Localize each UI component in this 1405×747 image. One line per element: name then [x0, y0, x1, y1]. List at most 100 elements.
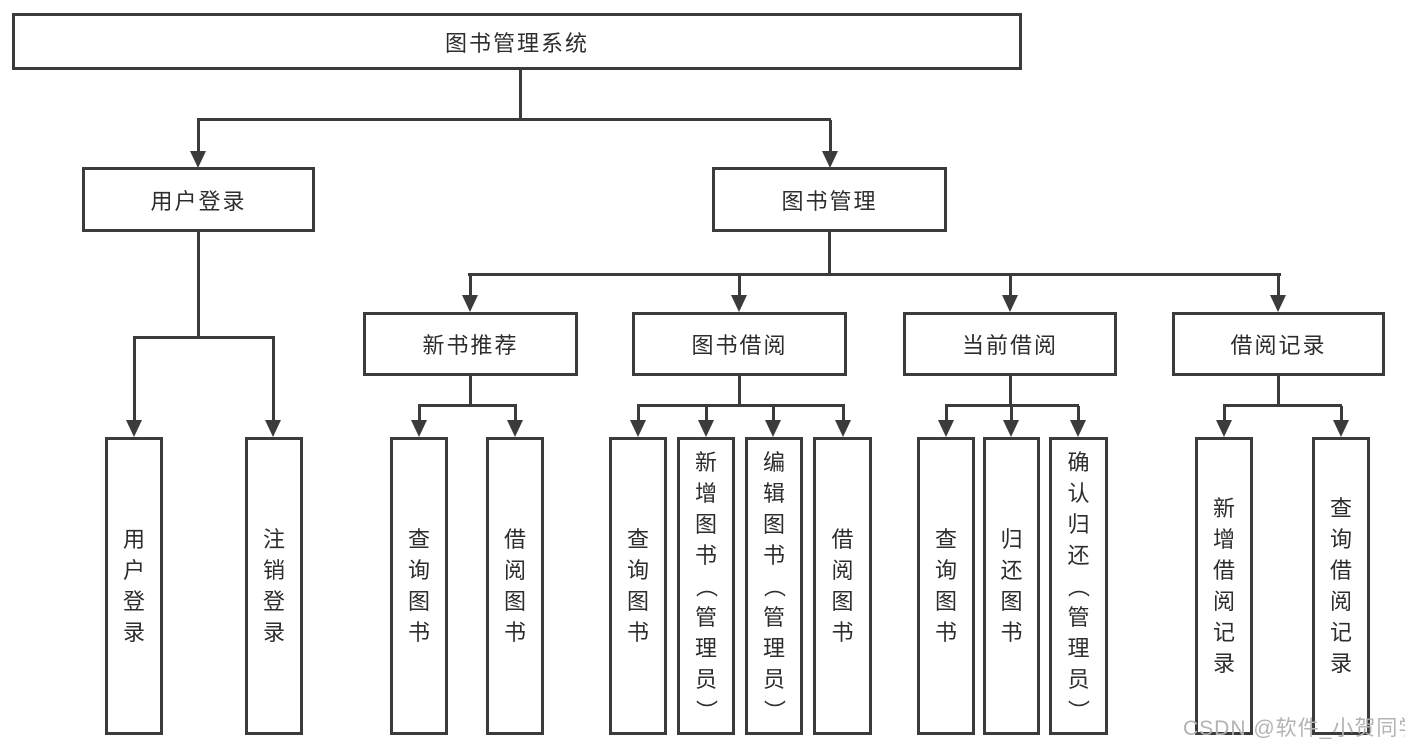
connector-stem	[418, 406, 421, 422]
leaf-label-char: 查	[934, 527, 957, 552]
leaf-label-char: 询	[1329, 527, 1352, 552]
leaf-label-char: 记	[1212, 620, 1235, 645]
connector-stem	[1277, 275, 1280, 297]
leaf-label-char: 员	[694, 666, 717, 692]
connector-stem	[133, 338, 136, 422]
connector-stem	[197, 120, 200, 152]
connector-stem	[829, 120, 832, 152]
connector-recommend-hline	[418, 404, 517, 407]
arrowhead-down	[698, 420, 714, 437]
leaf-label-char: 理	[1067, 635, 1090, 661]
connector-stem	[1223, 406, 1226, 422]
arrowhead-down	[630, 420, 646, 437]
connector-root-hline	[197, 118, 831, 121]
leaf-borrow-edit-book-admin: 编辑图书（管理员）	[745, 437, 803, 735]
leaf-label-char: 辑	[762, 480, 785, 506]
node-borrow-record: 借阅记录	[1172, 312, 1385, 376]
leaf-label-char: 图	[1000, 589, 1023, 614]
leaf-record-query: 查询借阅记录	[1312, 437, 1370, 735]
leaf-label-char: 图	[503, 589, 526, 614]
leaf-label-char: 图	[694, 511, 717, 537]
arrowhead-down	[1216, 420, 1232, 437]
leaf-label-char: 登	[262, 589, 285, 614]
leaf-label-char: 查	[1329, 496, 1352, 521]
arrowhead-down	[1003, 420, 1019, 437]
arrowhead-down	[765, 420, 781, 437]
leaf-label-char: 借	[503, 527, 526, 552]
connector-stem	[842, 406, 845, 422]
leaf-label-char: 询	[626, 558, 649, 583]
leaf-label-char: 管	[694, 604, 717, 630]
connector-record-vline	[1277, 374, 1280, 406]
connector-stem	[1077, 406, 1080, 422]
leaf-label-char: 用	[122, 527, 145, 552]
leaf-label-char: 书	[831, 620, 854, 645]
leaf-label-char: 阅	[1212, 589, 1235, 614]
leaf-recommend-borrow-book: 借阅图书	[486, 437, 544, 735]
connector-current-vline	[1009, 374, 1012, 406]
leaf-label-char: 阅	[503, 558, 526, 583]
leaf-label-char: 书	[1000, 620, 1023, 645]
connector-stem	[637, 406, 640, 422]
leaf-label-char: 归	[1067, 511, 1090, 537]
leaf-label-char: （	[761, 574, 787, 598]
leaf-label-char: 管	[1067, 604, 1090, 630]
leaf-label-char: 登	[122, 589, 145, 614]
connector-stem	[514, 406, 517, 422]
leaf-label-char: 增	[1212, 527, 1235, 552]
node-root-label: 图书管理系统	[444, 30, 589, 56]
node-borrow-record-label: 借阅记录	[1230, 333, 1327, 358]
leaf-label-char: 图	[626, 589, 649, 614]
connector-stem	[272, 338, 275, 422]
node-book-borrow-label: 图书借阅	[691, 333, 788, 358]
leaf-current-query-book: 查询图书	[917, 437, 975, 735]
arrowhead-down	[1333, 420, 1349, 437]
connector-stem	[1340, 406, 1343, 422]
node-new-book-recommend: 新书推荐	[363, 312, 578, 376]
leaf-current-return-book: 归还图书	[983, 437, 1040, 735]
leaf-label-char: 书	[626, 620, 649, 645]
arrowhead-down	[126, 420, 142, 437]
leaf-label-char: 录	[262, 620, 285, 645]
leaf-label-char: 理	[762, 635, 785, 661]
arrowhead-down	[1070, 420, 1086, 437]
leaf-label-char: 阅	[1329, 589, 1352, 614]
leaf-label-char: 图	[762, 511, 785, 537]
leaf-logout: 注销登录	[245, 437, 303, 735]
leaf-label-char: 注	[262, 527, 285, 552]
connector-stem	[705, 406, 708, 422]
leaf-label-char: （	[693, 574, 719, 598]
csdn-watermark: CSDN @软件_小贺同学	[1183, 717, 1405, 740]
leaf-label-char: 记	[1329, 620, 1352, 645]
leaf-label-char: 归	[1000, 527, 1023, 552]
leaf-label-char: 录	[1212, 651, 1235, 676]
leaf-label-char: 员	[762, 666, 785, 692]
leaf-label-char: 阅	[831, 558, 854, 583]
node-root: 图书管理系统	[12, 13, 1022, 70]
connector-borrow-vline	[738, 374, 741, 406]
leaf-label-char: 图	[407, 589, 430, 614]
leaf-label-char: 还	[1000, 558, 1023, 583]
node-current-borrow: 当前借阅	[903, 312, 1117, 376]
leaf-label-char: 借	[1329, 558, 1352, 583]
leaf-label-char: 询	[407, 558, 430, 583]
arrowhead-down	[835, 420, 851, 437]
leaf-borrow-query-book: 查询图书	[609, 437, 667, 735]
leaf-recommend-query-book: 查询图书	[390, 437, 448, 735]
leaf-borrow-borrow-book: 借阅图书	[813, 437, 872, 735]
connector-borrow-hline	[637, 404, 845, 407]
arrowhead-down	[265, 420, 281, 437]
leaf-borrow-add-book-admin: 新增图书（管理员）	[677, 437, 735, 735]
node-book-management: 图书管理	[712, 167, 947, 232]
leaf-label-char: 认	[1067, 480, 1090, 506]
leaf-label-char: 图	[934, 589, 957, 614]
connector-stem	[1009, 275, 1012, 297]
node-user-login: 用户登录	[82, 167, 315, 232]
connector-stem	[1010, 406, 1013, 422]
leaf-label-char: 录	[1329, 651, 1352, 676]
leaf-label-char: 查	[407, 527, 430, 552]
connector-book-management-vline	[828, 230, 831, 275]
node-new-book-recommend-label: 新书推荐	[422, 333, 519, 358]
arrowhead-down	[1002, 295, 1018, 312]
leaf-user-login: 用户登录	[105, 437, 163, 735]
